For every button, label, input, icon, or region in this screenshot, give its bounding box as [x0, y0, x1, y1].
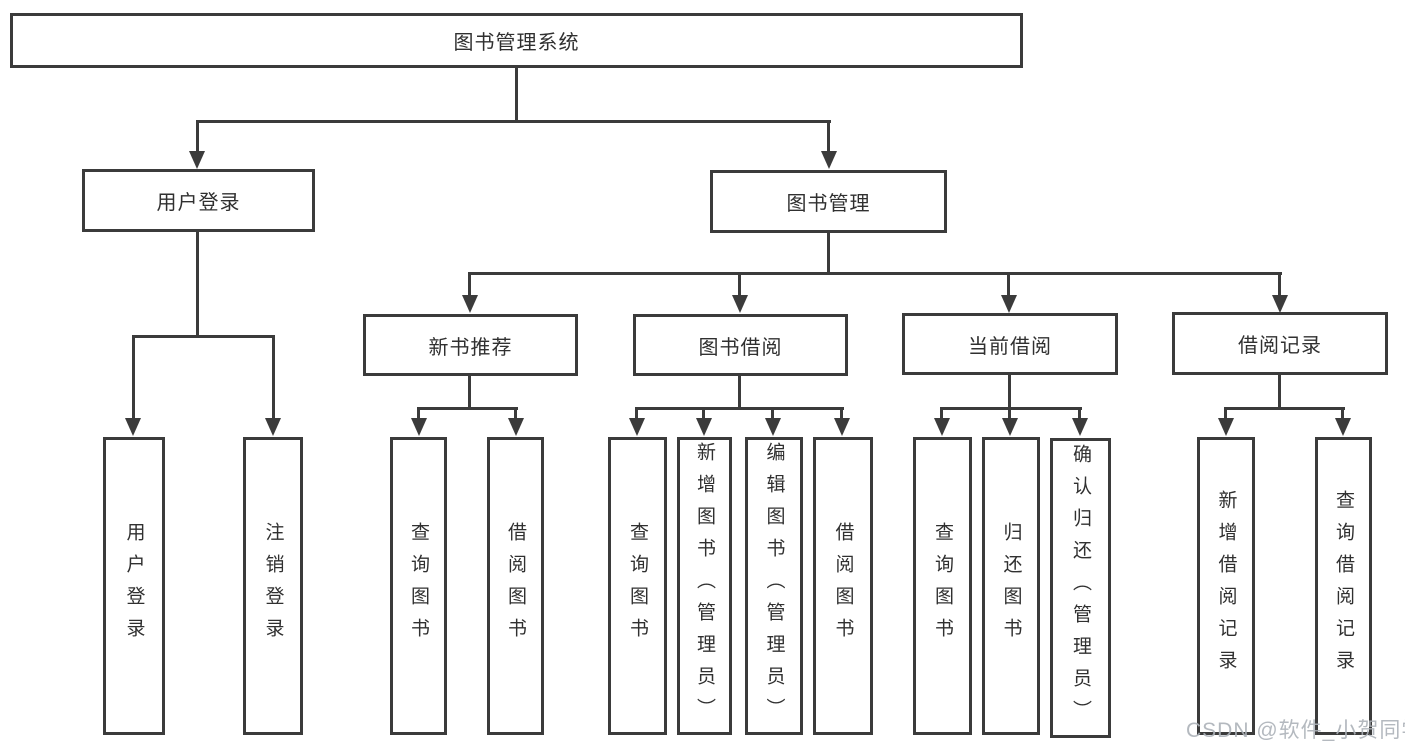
- connector-root-stem: [515, 68, 518, 120]
- node-label: 用户登录: [123, 522, 145, 650]
- connector-group3-rail: [940, 407, 1082, 410]
- node-borrow-records: 借阅记录: [1172, 312, 1388, 375]
- leaf-edit-books-admin: 编辑图书（管理员）: [745, 437, 803, 735]
- connector-drop: [417, 407, 420, 419]
- node-label: 图书管理系统: [453, 32, 580, 54]
- leaf-add-borrow-record: 新增借阅记录: [1197, 437, 1255, 735]
- node-label: 查询图书: [408, 522, 429, 650]
- node-label: 借阅记录: [1238, 335, 1322, 357]
- connector-root-rail: [196, 120, 831, 123]
- node-label: 新增图书（管理员）: [694, 442, 715, 730]
- node-current-borrow: 当前借阅: [902, 313, 1118, 375]
- leaf-query-books-1: 查询图书: [390, 437, 447, 735]
- connector-group2-stem: [738, 376, 741, 407]
- connector-user-login-rail: [132, 335, 275, 338]
- node-label: 归还图书: [1000, 522, 1022, 650]
- connector-drop: [940, 407, 943, 419]
- leaf-return-books: 归还图书: [982, 437, 1040, 735]
- arrow-down-icon: [765, 418, 781, 436]
- connector-drop: [635, 407, 638, 419]
- arrow-down-icon: [411, 418, 427, 436]
- leaf-add-books-admin: 新增图书（管理员）: [677, 437, 732, 735]
- node-root-library-system: 图书管理系统: [10, 13, 1023, 68]
- arrow-down-icon: [934, 418, 950, 436]
- node-label: 图书借阅: [698, 336, 783, 359]
- node-user-login-branch: 用户登录: [82, 169, 315, 232]
- arrow-down-icon: [1272, 295, 1288, 313]
- leaf-query-books-3: 查询图书: [913, 437, 972, 735]
- leaf-user-login: 用户登录: [103, 437, 165, 735]
- leaf-confirm-return-admin: 确认归还（管理员）: [1050, 438, 1111, 738]
- connector-drop: [1224, 407, 1227, 419]
- connector-drop-user-login: [196, 120, 199, 152]
- arrow-down-icon: [732, 295, 748, 313]
- arrow-down-icon: [1218, 418, 1234, 436]
- node-new-book-recommend: 新书推荐: [363, 314, 578, 376]
- leaf-query-borrow-record: 查询借阅记录: [1315, 437, 1372, 735]
- connector-drop: [1278, 272, 1281, 296]
- arrow-down-icon: [265, 418, 281, 436]
- connector-group4-stem: [1278, 375, 1281, 407]
- connector-drop: [1008, 407, 1011, 419]
- arrow-down-icon: [1335, 418, 1351, 436]
- leaf-borrow-books-2: 借阅图书: [813, 437, 873, 735]
- connector-user-login-stem: [196, 232, 199, 335]
- connector-drop: [1078, 407, 1081, 419]
- arrow-down-icon: [1001, 295, 1017, 313]
- arrow-down-icon: [189, 151, 205, 169]
- connector-group2-rail: [635, 407, 844, 410]
- arrow-down-icon: [1002, 418, 1018, 436]
- arrow-down-icon: [1072, 418, 1088, 436]
- connector-drop: [771, 407, 774, 419]
- arrow-down-icon: [508, 418, 524, 436]
- connector-group1-rail: [417, 407, 518, 410]
- connector-drop: [132, 335, 135, 419]
- connector-group4-rail: [1224, 407, 1345, 410]
- arrow-down-icon: [125, 418, 141, 436]
- node-label: 借阅图书: [832, 522, 854, 650]
- connector-drop: [1007, 272, 1010, 296]
- connector-drop: [468, 272, 471, 296]
- node-label: 查询图书: [627, 522, 648, 650]
- node-label: 编辑图书（管理员）: [763, 442, 785, 730]
- arrow-down-icon: [821, 151, 837, 169]
- node-label: 当前借阅: [968, 335, 1052, 358]
- arrow-down-icon: [629, 418, 645, 436]
- node-label: 新书推荐: [428, 336, 513, 359]
- connector-drop: [514, 407, 517, 419]
- node-label: 新增借阅记录: [1215, 490, 1237, 682]
- node-book-management-branch: 图书管理: [710, 170, 947, 233]
- leaf-logout: 注销登录: [243, 437, 303, 735]
- arrow-down-icon: [696, 418, 712, 436]
- connector-drop: [840, 407, 843, 419]
- csdn-watermark: CSDN @软件_小贺同学: [1186, 719, 1405, 742]
- connector-drop: [702, 407, 705, 419]
- node-label: 用户登录: [156, 192, 241, 214]
- connector-book-mgmt-rail: [468, 272, 1282, 275]
- connector-drop: [738, 272, 741, 296]
- leaf-borrow-books-1: 借阅图书: [487, 437, 544, 735]
- connector-book-mgmt-stem: [827, 233, 830, 272]
- connector-group1-stem: [468, 376, 471, 407]
- leaf-query-books-2: 查询图书: [608, 437, 667, 735]
- node-label: 确认归还（管理员）: [1070, 444, 1091, 732]
- arrow-down-icon: [834, 418, 850, 436]
- node-label: 图书管理: [786, 193, 871, 215]
- connector-drop: [272, 335, 275, 419]
- connector-drop: [1341, 407, 1344, 419]
- node-book-borrow: 图书借阅: [633, 314, 848, 376]
- node-label: 借阅图书: [505, 522, 526, 650]
- connector-drop-book-mgmt: [827, 120, 830, 152]
- node-label: 查询图书: [932, 522, 953, 650]
- connector-group3-stem: [1008, 375, 1011, 407]
- node-label: 注销登录: [262, 522, 284, 650]
- arrow-down-icon: [462, 295, 478, 313]
- node-label: 查询借阅记录: [1333, 490, 1354, 682]
